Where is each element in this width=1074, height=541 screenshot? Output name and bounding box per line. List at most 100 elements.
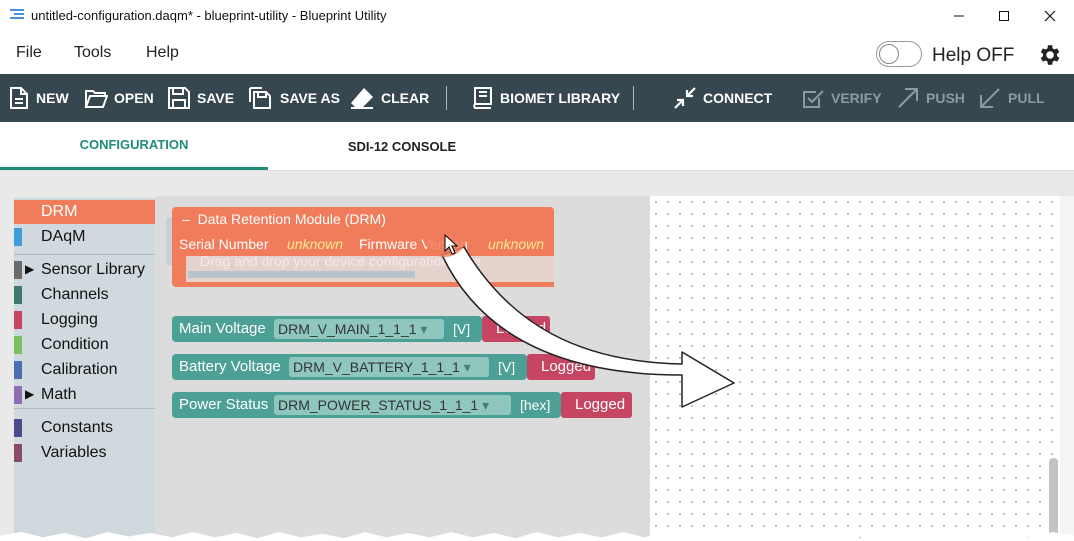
- category-color-swatch: [14, 419, 22, 437]
- category-daqm[interactable]: DAqM: [14, 225, 155, 249]
- category-label: Variables: [41, 444, 107, 461]
- variable-dropdown[interactable]: DRM_V_MAIN_1_1_1 ▾: [274, 319, 444, 339]
- category-color-swatch: [14, 228, 22, 246]
- save-as-icon: [249, 87, 271, 109]
- drm-block-title: – Data Retention Module (DRM): [182, 211, 386, 227]
- save-button[interactable]: SAVE: [167, 74, 234, 122]
- category-logging[interactable]: Logging: [14, 308, 155, 332]
- category-color-swatch: [14, 261, 22, 279]
- help-toggle-label: Help OFF: [932, 45, 1015, 66]
- category-variables[interactable]: Variables: [14, 441, 155, 465]
- category-channels[interactable]: Channels: [14, 283, 155, 307]
- blockly-canvas[interactable]: [650, 196, 1060, 541]
- verify-check-icon: [803, 90, 824, 108]
- menu-tools[interactable]: Tools: [74, 44, 112, 61]
- battery-voltage-block[interactable]: Battery Voltage DRM_V_BATTERY_1_1_1 ▾ [V…: [172, 354, 527, 380]
- canvas-scrollbar-track[interactable]: [1060, 196, 1074, 541]
- menu-file[interactable]: File: [16, 44, 42, 61]
- category-label: Calibration: [41, 361, 118, 378]
- connect-arrows-icon: [674, 87, 696, 109]
- variable-dropdown[interactable]: DRM_POWER_STATUS_1_1_1 ▾: [274, 395, 511, 415]
- expand-triangle-icon: ▶: [25, 387, 35, 401]
- minimize-button[interactable]: [936, 0, 982, 32]
- category-color-swatch: [14, 286, 22, 304]
- menu-help[interactable]: Help: [146, 44, 179, 61]
- new-label: NEW: [36, 90, 69, 106]
- settings-gear-icon[interactable]: [1036, 42, 1062, 68]
- block-label: Main Voltage: [179, 320, 266, 337]
- category-label: Channels: [41, 286, 109, 303]
- connect-label: CONNECT: [703, 90, 773, 106]
- category-color-swatch: [14, 444, 22, 462]
- window-title: untitled-configuration.daqm* - blueprint…: [31, 8, 387, 23]
- torn-edge: [0, 532, 1074, 541]
- biomet-library-button[interactable]: BIOMET LIBRARY: [470, 74, 620, 122]
- close-button[interactable]: [1027, 0, 1073, 32]
- variable-dropdown[interactable]: DRM_V_BATTERY_1_1_1 ▾: [289, 357, 489, 377]
- new-button[interactable]: NEW: [8, 74, 69, 122]
- category-label: Sensor Library: [41, 261, 146, 278]
- category-toolbox: DRM DAqM ▶ Sensor Library Channels Loggi…: [14, 198, 155, 541]
- category-math[interactable]: ▶ Math: [14, 383, 155, 407]
- toolbar-divider: [446, 86, 447, 110]
- drm-title-text: Data Retention Module (DRM): [197, 211, 386, 227]
- power-status-block[interactable]: Power Status DRM_POWER_STATUS_1_1_1 ▾ [h…: [172, 392, 561, 418]
- drag-direction-arrow-icon: [441, 246, 735, 408]
- open-button[interactable]: OPEN: [84, 74, 154, 122]
- category-sensor-library[interactable]: ▶ Sensor Library: [14, 258, 155, 282]
- dropdown-arrow-icon: ▾: [420, 321, 428, 337]
- mouse-pointer-icon: [444, 234, 458, 255]
- category-drm[interactable]: DRM: [14, 200, 155, 224]
- push-arrow-icon: [898, 88, 918, 108]
- toolbar: [0, 74, 1074, 122]
- category-constants[interactable]: Constants: [14, 416, 155, 440]
- canvas-scrollbar-thumb[interactable]: [1049, 458, 1058, 541]
- open-label: OPEN: [114, 90, 154, 106]
- tab-configuration[interactable]: CONFIGURATION: [0, 122, 268, 170]
- category-color-swatch: [14, 386, 22, 404]
- maximize-button[interactable]: [981, 0, 1027, 32]
- pull-label: PULL: [1008, 90, 1045, 106]
- category-label: DRM: [41, 203, 78, 220]
- dropdown-arrow-icon: ▾: [482, 397, 490, 413]
- pull-button[interactable]: PULL: [978, 74, 1045, 122]
- eraser-icon: [351, 88, 373, 109]
- help-toggle-switch[interactable]: [876, 41, 922, 67]
- variable-name: DRM_V_MAIN_1_1_1: [278, 321, 417, 337]
- serial-number-value: unknown: [287, 236, 344, 252]
- expand-triangle-icon: ▶: [25, 262, 35, 276]
- category-separator: [14, 408, 155, 409]
- toggle-knob: [879, 44, 899, 64]
- category-color-swatch: [14, 336, 22, 354]
- drm-block-bottom: [186, 282, 554, 287]
- category-condition[interactable]: Condition: [14, 333, 155, 357]
- category-label: Logging: [41, 311, 98, 328]
- firmware-version-value: unknown: [488, 236, 545, 252]
- close-icon: [1044, 10, 1056, 22]
- category-calibration[interactable]: Calibration: [14, 358, 155, 382]
- save-as-button[interactable]: SAVE AS: [248, 74, 340, 122]
- app-logo-icon: [10, 9, 24, 21]
- connect-button[interactable]: CONNECT: [673, 74, 772, 122]
- pull-arrow-icon: [980, 88, 1000, 108]
- verify-button[interactable]: VERIFY: [801, 74, 882, 122]
- serial-number-label: Serial Number: [179, 236, 269, 252]
- block-label: Battery Voltage: [179, 358, 281, 375]
- clear-label: CLEAR: [381, 90, 430, 106]
- push-button[interactable]: PUSH: [896, 74, 965, 122]
- logged-block[interactable]: Logged: [561, 392, 632, 418]
- collapse-icon[interactable]: –: [182, 211, 190, 227]
- open-folder-icon: [84, 90, 108, 108]
- clear-button[interactable]: CLEAR: [349, 74, 429, 122]
- category-color-swatch: [14, 203, 22, 221]
- push-label: PUSH: [926, 90, 965, 106]
- dropdown-arrow-icon: ▾: [463, 359, 471, 375]
- tab-sdi-12-console[interactable]: SDI-12 CONSOLE: [347, 138, 457, 154]
- save-label: SAVE: [197, 90, 235, 106]
- category-label: Math: [41, 386, 77, 403]
- save-as-label: SAVE AS: [280, 90, 340, 106]
- unit-label: [V]: [498, 359, 516, 375]
- new-file-icon: [10, 87, 28, 109]
- title-bar: untitled-configuration.daqm* - blueprint…: [0, 0, 1074, 32]
- main-voltage-block[interactable]: Main Voltage DRM_V_MAIN_1_1_1 ▾ [V]: [172, 316, 482, 342]
